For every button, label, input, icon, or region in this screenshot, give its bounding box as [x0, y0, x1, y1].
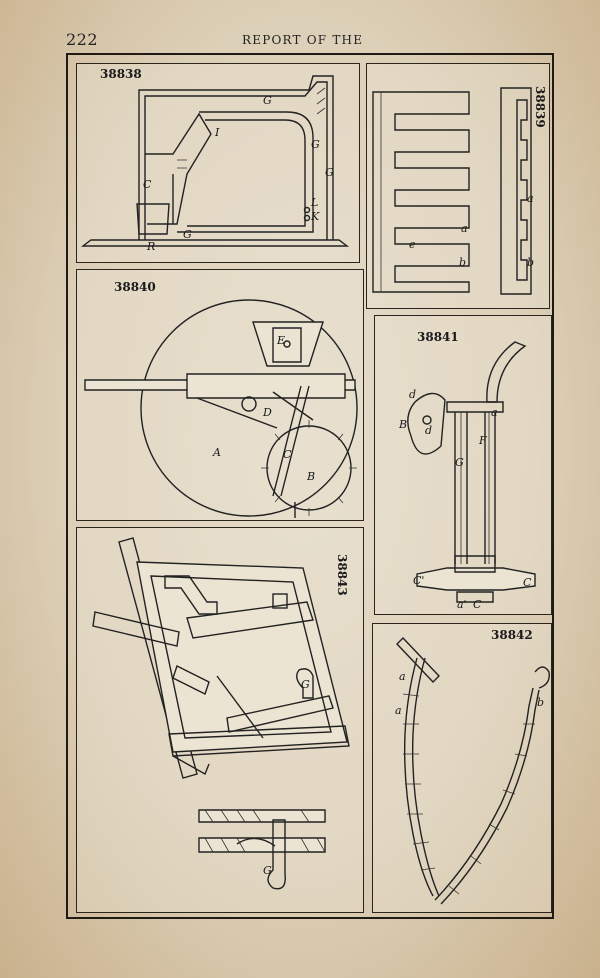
figure-38841-label-f: F — [478, 434, 487, 447]
figure-38840-number: 38840 — [114, 280, 156, 294]
figure-38839-label-b-right: b — [527, 256, 534, 269]
figure-38840-label-c: C — [283, 448, 292, 461]
figure-38839-label-a: a — [461, 222, 468, 235]
figure-38841-label-c-prime: C' — [413, 574, 424, 587]
figure-38840-label-d: D — [262, 406, 272, 419]
figure-38838-label-k: K — [310, 210, 320, 223]
figure-38841-label-a-prime: a' — [457, 598, 467, 611]
figure-38839-number: 38839 — [533, 86, 547, 128]
figure-38843-label-g-upper: G — [301, 678, 310, 691]
figure-38843-number: 38843 — [335, 554, 349, 596]
figure-38842-panel: 38842 a a b — [372, 623, 552, 913]
figure-38842-label-b: b — [537, 696, 544, 709]
figure-38839-label-e: e — [409, 238, 416, 251]
figure-38838-label-c: C — [143, 178, 152, 191]
figure-38838-label-i: I — [214, 126, 220, 139]
figure-38841-label-d: d — [425, 424, 432, 437]
figure-38838-drawing: G I G G C L K G R — [80, 75, 350, 253]
figure-38840-label-e: E — [276, 334, 285, 347]
figure-38838-label-g-right-inner: G — [311, 138, 320, 151]
figure-38841-drawing: d B d a F G C' C a' C — [398, 341, 536, 611]
figure-38842-label-a-lower: a — [395, 704, 402, 717]
figure-38842-label-a-upper: a — [399, 670, 406, 683]
figure-38841-number: 38841 — [417, 330, 459, 344]
figure-38838-number: 38838 — [100, 67, 142, 81]
page-number: 222 — [66, 30, 99, 49]
figure-38839-drawing: a b e a b — [372, 87, 534, 295]
figure-38839-label-a-right: a — [527, 192, 534, 205]
figure-38840-panel: 38840 E D A C B — [76, 269, 364, 521]
figure-38838-panel: 38838 G I G G C L K — [76, 63, 360, 263]
figure-38841-label-c-bottom: C — [473, 598, 482, 611]
figure-38838-label-g-bottom: G — [183, 228, 192, 241]
figure-38840-label-a: A — [212, 446, 221, 459]
figure-38843-drawing: G G — [92, 537, 350, 890]
figure-38841-label-a: a — [491, 406, 498, 419]
figure-38838-label-g-top: G — [263, 94, 272, 107]
figure-38842-drawing: a a b — [395, 636, 550, 905]
running-head: REPORT OF THE — [242, 33, 364, 47]
figure-38841-label-d-top: d — [409, 388, 416, 401]
figure-38841-label-g: G — [455, 456, 464, 469]
figure-38841-panel: 38841 d B d a F G C' C a' C — [374, 315, 552, 615]
figure-38843-label-g-lower: G — [263, 864, 272, 877]
figure-38838-label-r: R — [146, 240, 155, 253]
figure-38839-panel: 38839 a b e a b — [366, 63, 550, 309]
figure-38839-label-b: b — [459, 256, 466, 269]
figure-38838-label-g-right-outer: G — [325, 166, 334, 179]
plate-frame — [66, 53, 554, 919]
figure-38841-label-b: B — [398, 418, 407, 431]
figure-38840-drawing: E D A C B — [84, 299, 358, 518]
figure-38841-label-c-right: C — [523, 576, 532, 589]
figure-38840-label-b: B — [306, 470, 315, 483]
figure-38842-number: 38842 — [491, 628, 533, 642]
figure-38838-label-l: L — [310, 196, 318, 209]
figure-38843-panel: 38843 G G — [76, 527, 364, 913]
